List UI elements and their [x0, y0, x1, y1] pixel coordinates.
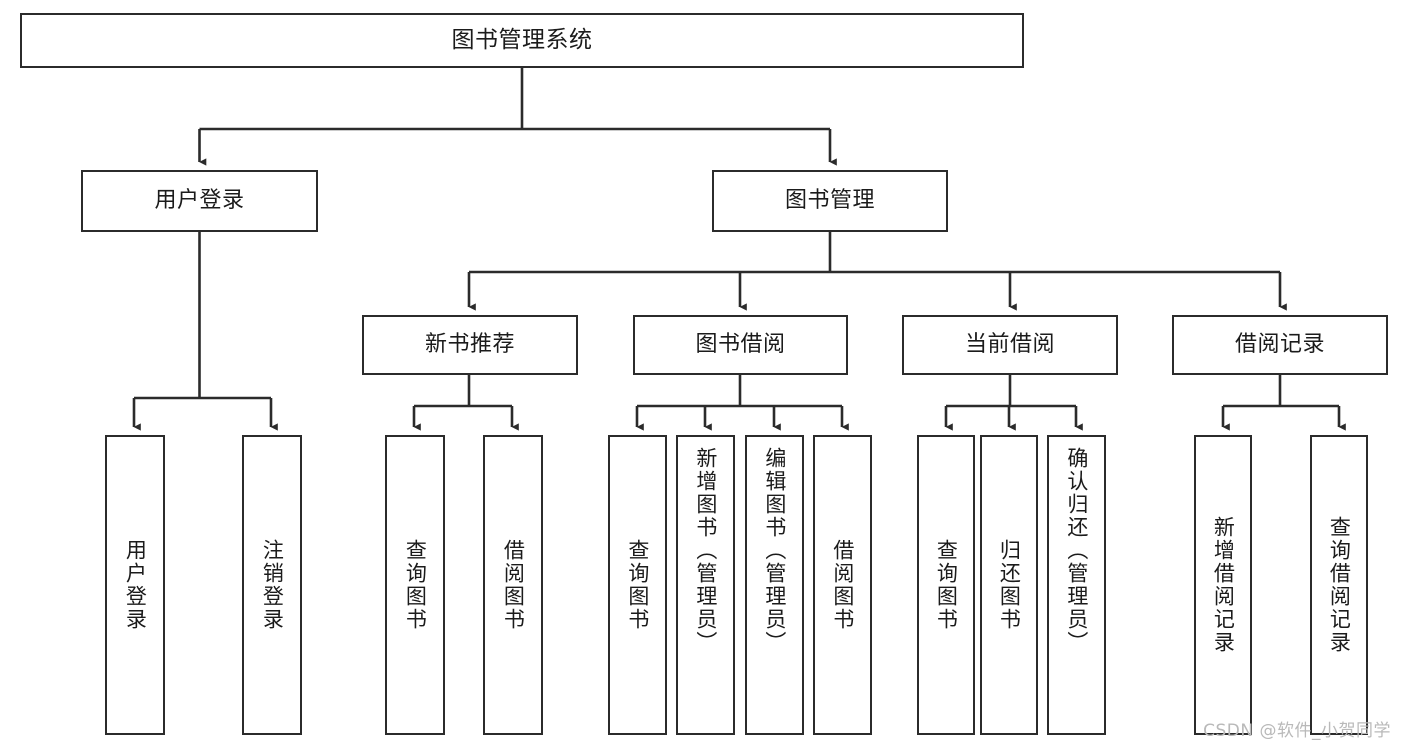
node-leaf-logout[interactable]: 注销登录	[242, 435, 302, 735]
node-leaf-edit-book[interactable]: 编辑图书（管理员）	[745, 435, 804, 735]
node-leaf-borrow-book-rec-label: 借阅图书	[501, 539, 526, 631]
node-leaf-add-book-label: 新增图书（管理员）	[693, 447, 718, 654]
node-current-borrow-label: 当前借阅	[964, 331, 1055, 357]
node-leaf-borrow-book-br[interactable]: 借阅图书	[813, 435, 872, 735]
node-borrow-record-label: 借阅记录	[1234, 331, 1325, 357]
node-leaf-query-book-cb-label: 查询图书	[934, 539, 959, 631]
node-book-manage[interactable]: 图书管理	[712, 170, 948, 232]
node-book-borrow[interactable]: 图书借阅	[633, 315, 848, 375]
node-leaf-query-book-br-label: 查询图书	[625, 539, 650, 631]
node-new-book-recommend-label: 新书推荐	[424, 331, 515, 357]
node-root[interactable]: 图书管理系统	[20, 13, 1024, 68]
node-leaf-return-book[interactable]: 归还图书	[980, 435, 1038, 735]
node-current-borrow[interactable]: 当前借阅	[902, 315, 1118, 375]
node-book-borrow-label: 图书借阅	[695, 331, 786, 357]
node-leaf-user-login[interactable]: 用户登录	[105, 435, 165, 735]
node-leaf-borrow-book-rec[interactable]: 借阅图书	[483, 435, 543, 735]
node-leaf-add-record-label: 新增借阅记录	[1211, 516, 1236, 654]
node-user-login-label: 用户登录	[154, 187, 245, 213]
node-new-book-recommend[interactable]: 新书推荐	[362, 315, 578, 375]
node-leaf-confirm-return[interactable]: 确认归还（管理员）	[1047, 435, 1106, 735]
node-leaf-query-book-cb[interactable]: 查询图书	[917, 435, 975, 735]
node-leaf-confirm-return-label: 确认归还（管理员）	[1064, 447, 1089, 654]
node-leaf-add-record[interactable]: 新增借阅记录	[1194, 435, 1252, 735]
node-leaf-query-record-label: 查询借阅记录	[1327, 516, 1352, 654]
node-leaf-query-book-br[interactable]: 查询图书	[608, 435, 667, 735]
node-leaf-logout-label: 注销登录	[260, 539, 285, 631]
node-leaf-borrow-book-br-label: 借阅图书	[830, 539, 855, 631]
node-leaf-query-book-rec[interactable]: 查询图书	[385, 435, 445, 735]
node-user-login[interactable]: 用户登录	[81, 170, 318, 232]
node-root-label: 图书管理系统	[451, 26, 593, 53]
node-leaf-query-record[interactable]: 查询借阅记录	[1310, 435, 1368, 735]
node-book-manage-label: 图书管理	[784, 187, 875, 213]
node-borrow-record[interactable]: 借阅记录	[1172, 315, 1388, 375]
node-leaf-return-book-label: 归还图书	[997, 539, 1022, 631]
node-leaf-edit-book-label: 编辑图书（管理员）	[762, 447, 787, 654]
node-leaf-add-book[interactable]: 新增图书（管理员）	[676, 435, 735, 735]
node-leaf-user-login-label: 用户登录	[123, 539, 148, 631]
node-leaf-query-book-rec-label: 查询图书	[403, 539, 428, 631]
